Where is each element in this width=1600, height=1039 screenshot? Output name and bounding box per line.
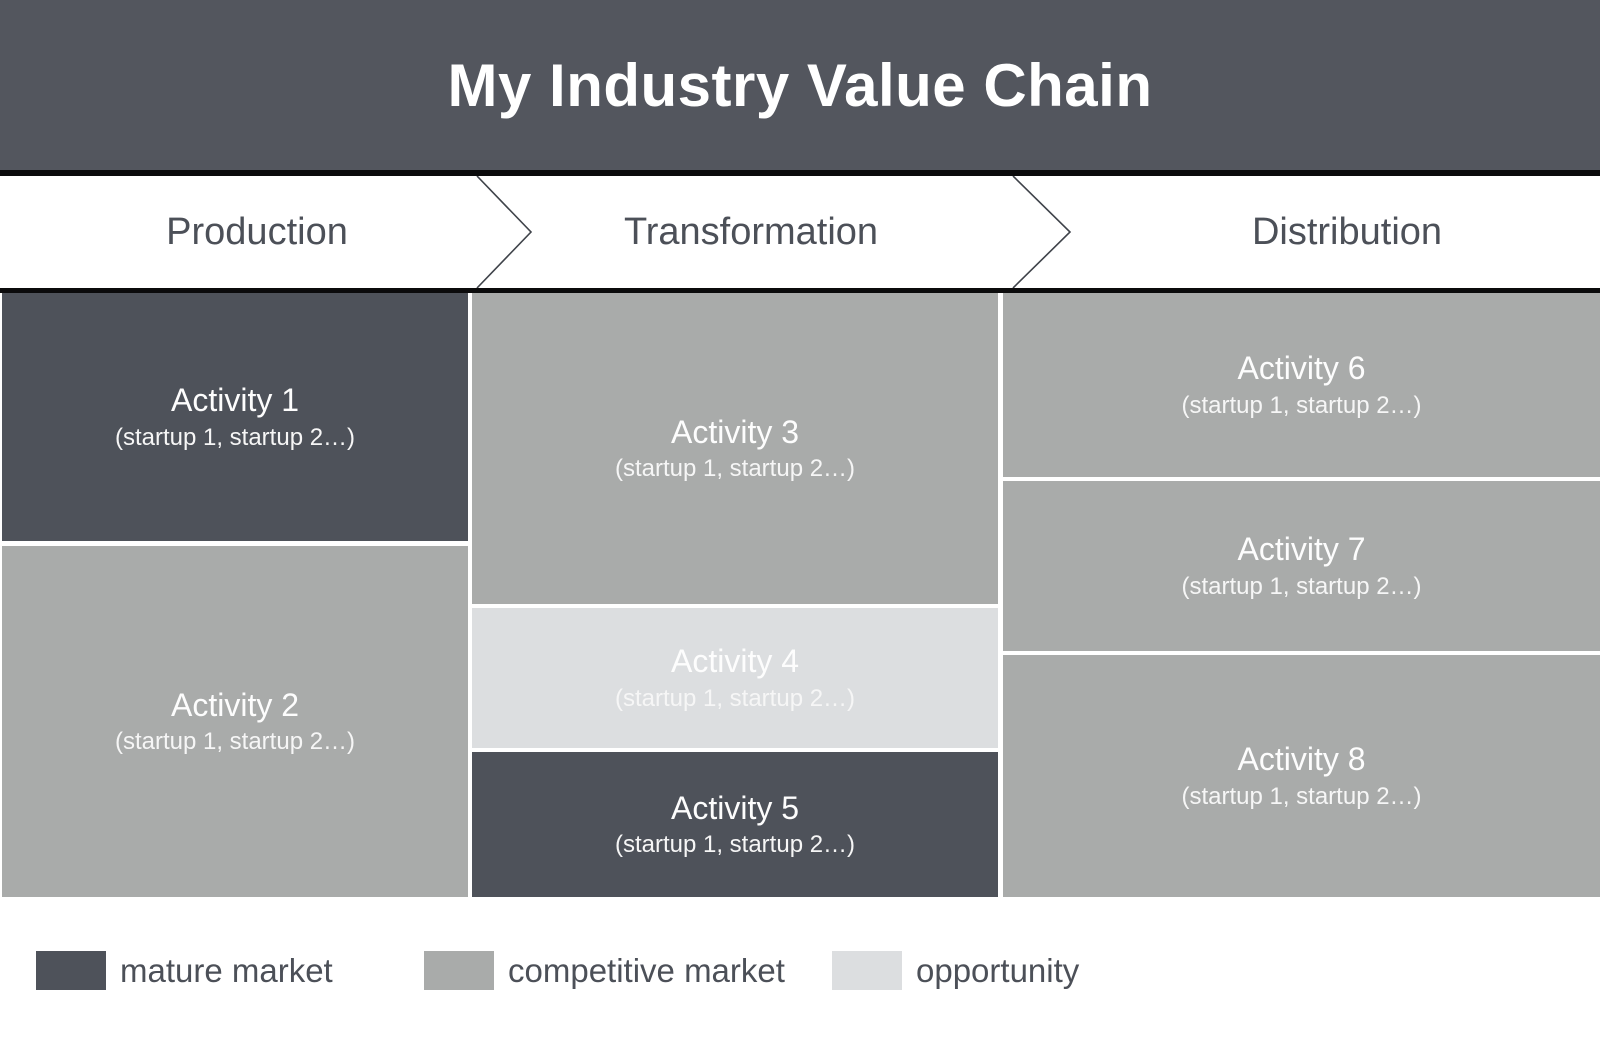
activity-subtitle: (startup 1, startup 2…) <box>614 455 856 483</box>
legend-label: opportunity <box>916 951 1080 989</box>
legend-item-mature-market: mature market <box>36 951 333 990</box>
header: My Industry Value Chain <box>0 0 1600 170</box>
opportunity-swatch <box>832 951 902 990</box>
legend-label: competitive market <box>508 951 785 989</box>
page-title: My Industry Value Chain <box>447 51 1153 119</box>
activity-box-4: Activity 4 (startup 1, startup 2…) <box>472 608 998 748</box>
activity-subtitle: (startup 1, startup 2…) <box>614 684 856 712</box>
stage-label-distribution: Distribution <box>1251 210 1443 253</box>
activity-title: Activity 3 <box>670 413 800 450</box>
activity-box-6: Activity 6 (startup 1, startup 2…) <box>1003 293 1600 477</box>
legend-label: mature market <box>120 951 333 989</box>
activity-box-1: Activity 1 (startup 1, startup 2…) <box>2 293 468 541</box>
activity-subtitle: (startup 1, startup 2…) <box>114 423 356 451</box>
chevron-right-icon <box>1012 176 1072 288</box>
activity-title: Activity 5 <box>670 789 800 826</box>
activity-subtitle: (startup 1, startup 2…) <box>114 728 356 756</box>
legend-item-opportunity: opportunity <box>832 951 1079 990</box>
activity-subtitle: (startup 1, startup 2…) <box>1181 782 1422 810</box>
activity-title: Activity 7 <box>1237 531 1366 568</box>
activity-subtitle: (startup 1, startup 2…) <box>1181 391 1422 419</box>
activity-box-2: Activity 2 (startup 1, startup 2…) <box>2 546 468 897</box>
stage-band-divider <box>0 288 1600 293</box>
activity-title: Activity 1 <box>170 382 300 419</box>
activity-subtitle: (startup 1, startup 2…) <box>614 831 856 859</box>
activity-box-3: Activity 3 (startup 1, startup 2…) <box>472 293 998 604</box>
legend-item-competitive-market: competitive market <box>424 951 785 990</box>
activity-box-5: Activity 5 (startup 1, startup 2…) <box>472 752 998 897</box>
activity-title: Activity 2 <box>170 686 300 723</box>
activity-box-8: Activity 8 (startup 1, startup 2…) <box>1003 655 1600 897</box>
stage-label-transformation: Transformation <box>623 210 879 253</box>
activity-subtitle: (startup 1, startup 2…) <box>1181 572 1422 600</box>
stage-band: Production Transformation Distribution <box>0 176 1600 288</box>
chevron-right-icons <box>476 176 1072 288</box>
chevron-right-icon <box>476 176 533 288</box>
activity-title: Activity 6 <box>1237 350 1366 387</box>
activity-title: Activity 8 <box>1237 741 1366 778</box>
activity-title: Activity 4 <box>670 643 800 680</box>
activity-box-7: Activity 7 (startup 1, startup 2…) <box>1003 481 1600 651</box>
legend: mature market competitive market opportu… <box>0 898 1600 1039</box>
stage-label-production: Production <box>166 210 348 253</box>
mature-market-swatch <box>36 951 106 990</box>
competitive-market-swatch <box>424 951 494 990</box>
header-divider <box>0 170 1600 176</box>
